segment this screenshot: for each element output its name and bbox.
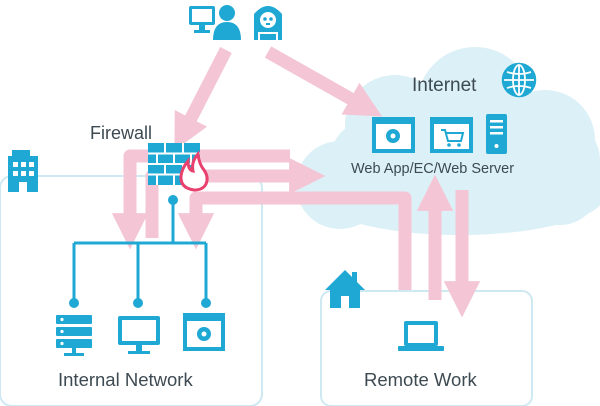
internal-network-label: Internal Network: [58, 369, 193, 390]
server-stack-icon: [56, 315, 92, 356]
remote-work-label: Remote Work: [364, 369, 477, 390]
node-dot: [168, 195, 178, 205]
web-app-window-icon: [372, 117, 415, 153]
laptop-icon: [398, 321, 444, 351]
flame-icon: [179, 150, 209, 192]
arrow-attacker-to-internet: [264, 46, 383, 117]
arrow-user-to-firewall: [174, 47, 232, 151]
firewall-label: Firewall: [90, 123, 153, 143]
firewall-icon: [148, 143, 209, 192]
user-pc-icon: [189, 5, 241, 40]
server-tower-icon: [486, 114, 507, 154]
hacker-icon: [254, 6, 282, 40]
node-dot: [201, 298, 211, 308]
arrow-remote-to-internal: [177, 191, 412, 290]
building-icon: [8, 150, 38, 192]
node-dot: [133, 298, 143, 308]
globe-icon: [501, 62, 537, 98]
internet-label: Internet: [412, 75, 477, 96]
node-dot: [69, 298, 79, 308]
remote-work-zone: [320, 290, 533, 406]
network-tree: [72, 200, 208, 303]
server-label: Web App/EC/Web Server: [351, 161, 515, 177]
monitor-icon: [118, 316, 160, 354]
ec-cart-window-icon: [430, 117, 473, 153]
app-window-icon: [183, 313, 225, 351]
house-icon: [325, 270, 365, 308]
arrow-internet-to-internal: [111, 149, 290, 250]
